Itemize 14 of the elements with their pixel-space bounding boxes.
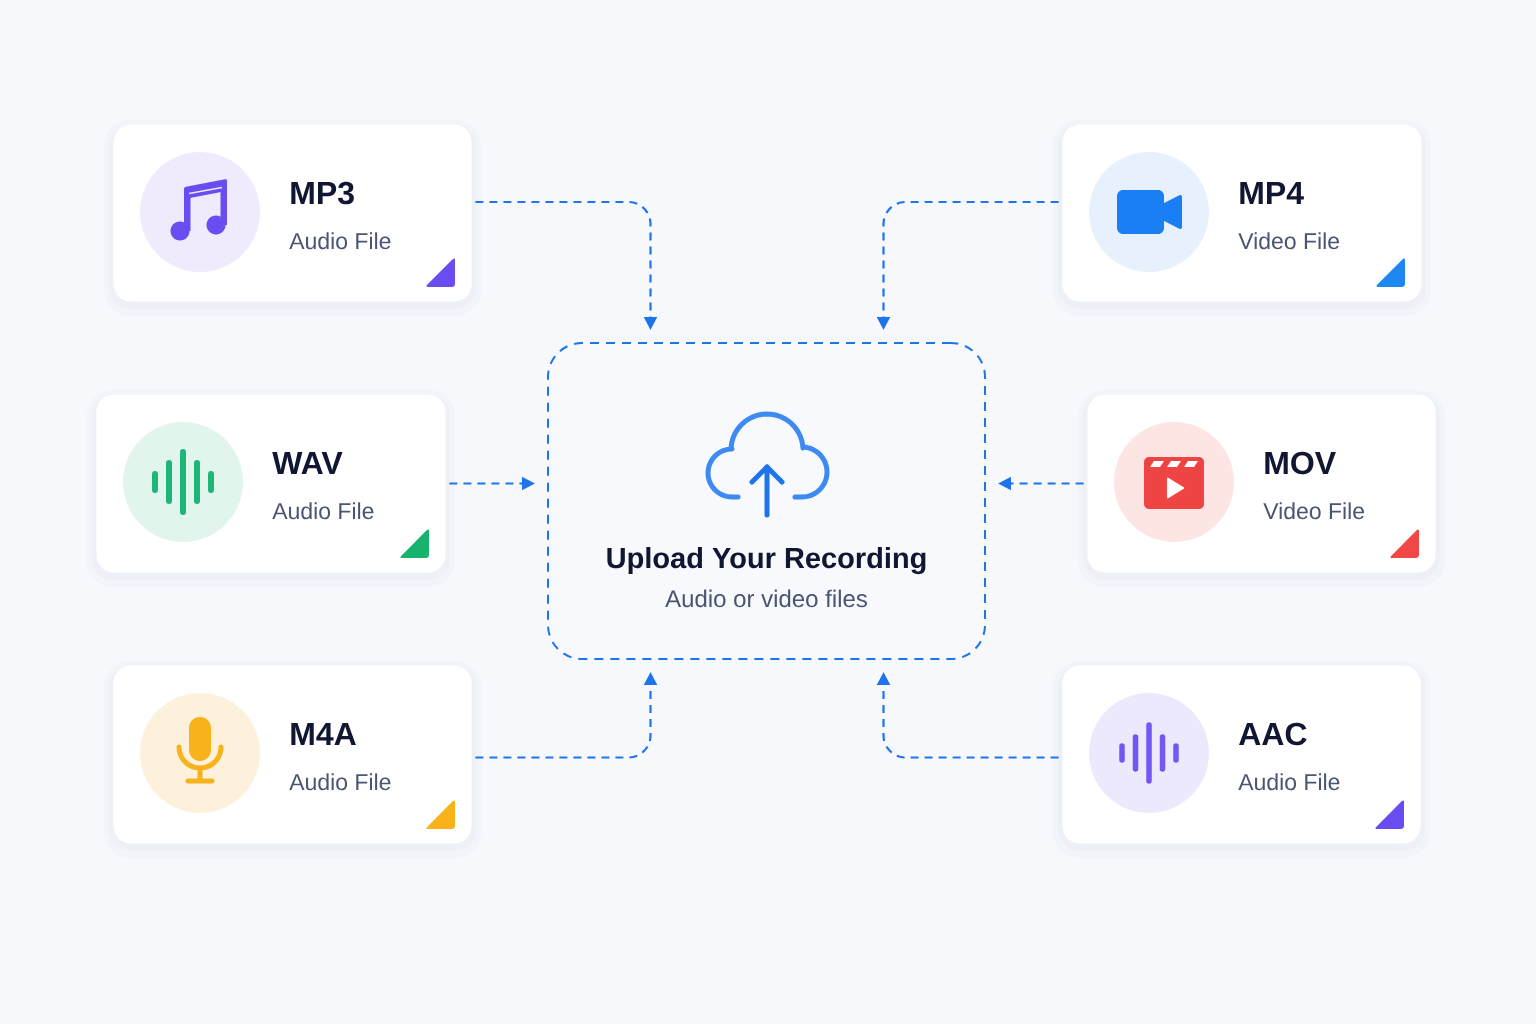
file-type-label: Audio File xyxy=(272,502,374,520)
format-title: MP3 xyxy=(291,181,354,205)
subheading: Audio or video files xyxy=(665,589,867,608)
format-title: AAC xyxy=(1239,722,1307,746)
format-title: WAV xyxy=(272,452,343,474)
file-type-label: Video File xyxy=(1238,232,1339,250)
file-type-label: Audio File xyxy=(289,773,391,791)
format-title: MP4 xyxy=(1240,182,1304,204)
format-title: M4A xyxy=(291,723,356,745)
file-type-label: Video File xyxy=(1263,502,1364,520)
file-type-label: Audio File xyxy=(1238,773,1340,791)
heading: Upload Your Recording xyxy=(607,547,926,575)
file-type-label: Audio File xyxy=(289,232,391,250)
format-title: MOV xyxy=(1265,451,1336,475)
